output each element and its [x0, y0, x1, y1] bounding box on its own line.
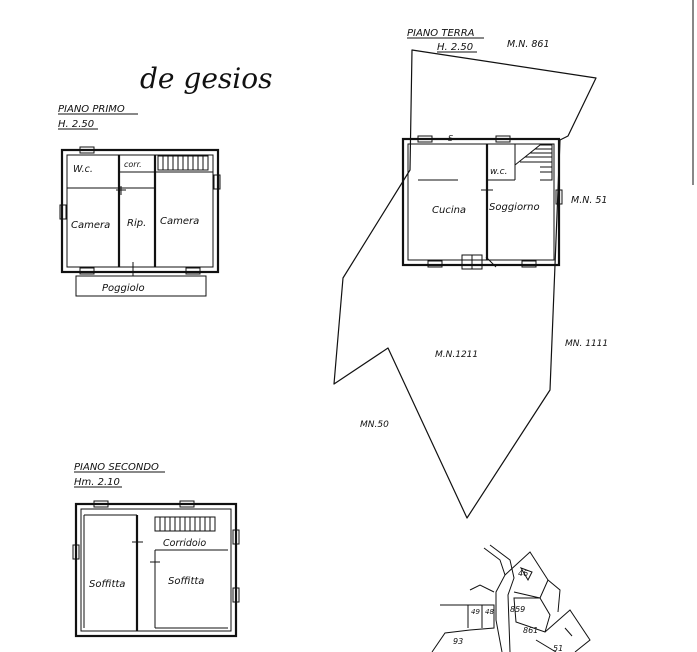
map-marker [519, 567, 533, 582]
piano-primo-outer-wall [60, 148, 220, 274]
piano-secondo-outer-wall [74, 502, 238, 638]
piano-primo-plan: PIANO PRIMO H. 2.50 [58, 104, 221, 297]
piano-secondo-inner-wall [80, 508, 232, 632]
map-label: 861 [523, 626, 538, 635]
window [232, 529, 240, 545]
piano-secondo-title: PIANO SECONDO [74, 462, 159, 473]
room-label-wc: w.c. [490, 167, 507, 177]
piano-primo-inner-wall [66, 154, 214, 268]
parcel-label-mn1211: M.N.1211 [435, 350, 478, 360]
piano-primo-height: H. 2.50 [58, 119, 94, 130]
window [179, 500, 195, 508]
parcel-label-mn51: M.N. 51 [571, 195, 607, 206]
window [232, 587, 240, 603]
window [79, 146, 95, 154]
map-road-line [489, 544, 515, 652]
map-road-line [483, 547, 506, 652]
map-parcel-line [513, 597, 551, 633]
piano-primo-title: PIANO PRIMO [58, 104, 125, 115]
window [495, 135, 511, 143]
room-label-soffitta-right: Soffitta [168, 576, 204, 587]
room-label-camera-right: Camera [160, 216, 199, 227]
map-parcel-line [564, 627, 573, 637]
window [555, 189, 563, 205]
piano-terra-title: PIANO TERRA [407, 28, 475, 39]
map-parcel-line [431, 604, 495, 652]
room-label-wc: W.c. [73, 164, 93, 175]
parcel-outline [333, 49, 597, 519]
room-label-corridoio: Corridoio [163, 538, 206, 549]
map-parcel-line [544, 609, 591, 652]
piano-terra-outer-wall [401, 137, 561, 267]
handwritten-annotation: de gesios [140, 62, 272, 95]
stairs [157, 155, 209, 171]
window [59, 204, 67, 220]
room-label-corridor: corr. [124, 160, 142, 169]
window [427, 260, 443, 268]
piano-secondo-height: Hm. 2.10 [74, 477, 120, 488]
map-parcel-line [535, 639, 557, 652]
window [213, 174, 221, 190]
piano-secondo-plan: PIANO SECONDO Hm. 2.10 [72, 462, 240, 638]
parcel-label-mn861: M.N. 861 [507, 39, 550, 50]
piano-terra-height: H. 2.50 [437, 42, 473, 53]
window [93, 500, 109, 508]
piano-terra-plan: PIANO TERRA H. 2.50 [333, 28, 597, 519]
map-label: 93 [453, 637, 463, 646]
stairs [514, 144, 553, 181]
cadastral-map: 46 859 861 93 51 49 48 [431, 544, 591, 652]
window [185, 267, 201, 275]
map-label: 859 [510, 605, 525, 614]
door-mark [485, 256, 497, 268]
room-label-soffitta-left: Soffitta [89, 579, 125, 590]
room-label-soggiorno: Soggiorno [489, 202, 540, 213]
window [72, 544, 80, 560]
room-label-ripostiglio: Rip. [127, 218, 146, 229]
mark-s: S [448, 134, 453, 143]
map-parcel-line [547, 579, 561, 613]
window [79, 267, 95, 275]
room-label-cucina: Cucina [432, 205, 466, 216]
piano-terra-inner-wall [407, 143, 555, 261]
window [521, 260, 537, 268]
map-label: 46 [518, 569, 528, 578]
map-label: 48 [485, 608, 494, 616]
stairs [154, 516, 216, 532]
parcel-label-mn50: MN.50 [360, 420, 389, 430]
map-label: 49 [471, 608, 480, 616]
room-label-camera-left: Camera [71, 220, 110, 231]
parcel-label-mn1111: MN. 1111 [565, 339, 608, 349]
window [417, 135, 433, 143]
map-label: 51 [553, 644, 563, 652]
map-parcel-line [469, 584, 495, 593]
poggiolo-balcony [75, 275, 207, 297]
room-label-poggiolo: Poggiolo [102, 283, 145, 294]
